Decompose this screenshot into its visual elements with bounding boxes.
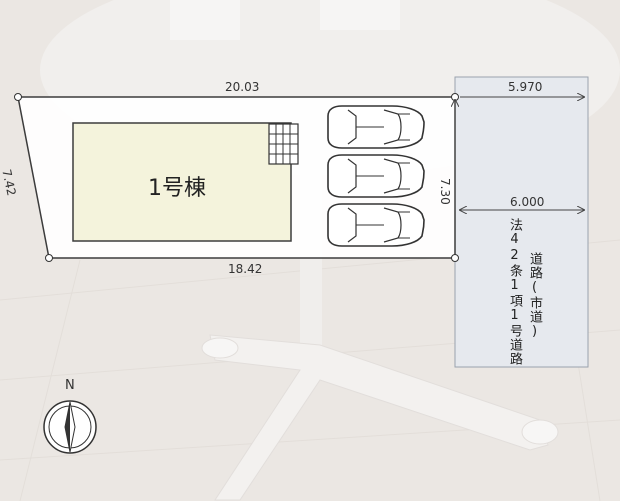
dimension-right: 7.30 bbox=[438, 178, 452, 205]
corner-marker bbox=[45, 254, 53, 262]
building-footprint bbox=[72, 122, 292, 242]
road-label-city: 道路(市道) bbox=[527, 252, 542, 340]
entrance-steps bbox=[268, 123, 299, 165]
corner-marker bbox=[451, 254, 459, 262]
parking-car bbox=[327, 203, 425, 247]
dimension-road-mid: 6.000 bbox=[510, 195, 545, 209]
building-label: 1号棟 bbox=[148, 176, 206, 201]
corner-marker bbox=[451, 93, 459, 101]
compass-icon bbox=[43, 400, 97, 454]
dimension-top: 20.03 bbox=[225, 80, 260, 94]
road-area bbox=[454, 76, 589, 368]
compass-north-label: N bbox=[65, 378, 75, 393]
parking-car bbox=[327, 105, 425, 149]
corner-marker bbox=[14, 93, 22, 101]
road-label-legal: 法42条1項1号道路 bbox=[507, 218, 522, 366]
parking-car bbox=[327, 154, 425, 198]
dimension-bottom: 18.42 bbox=[228, 262, 263, 276]
dimension-road-top: 5.970 bbox=[508, 80, 543, 94]
